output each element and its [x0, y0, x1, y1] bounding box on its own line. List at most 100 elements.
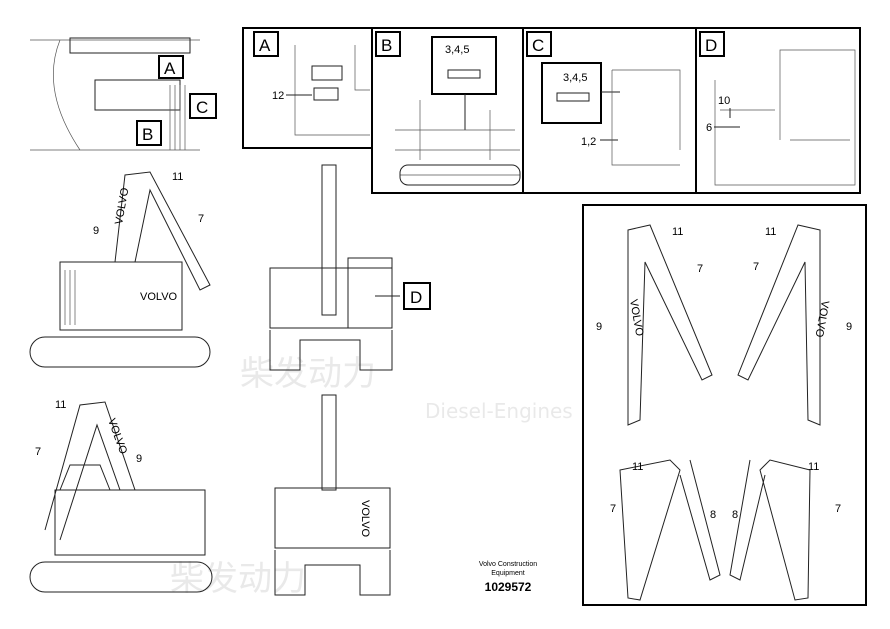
detail-group-frame	[371, 27, 861, 194]
diagram-line	[29, 336, 211, 368]
diagram-line	[44, 401, 136, 541]
diagram-label: D	[705, 36, 717, 55]
diagram-line	[541, 62, 602, 124]
diagram-label: C	[532, 36, 544, 55]
diagram-line	[30, 39, 200, 151]
top-plan-view: A C B	[30, 37, 217, 151]
diagram-line	[699, 31, 725, 57]
diagram-line	[29, 561, 213, 593]
diagram-line	[375, 31, 401, 57]
diagram-label: 11	[55, 399, 66, 411]
caption-block: Volvo Construction Equipment 1029572	[448, 560, 568, 594]
diagram-line	[313, 87, 339, 101]
diagram-label: 1,2	[581, 136, 596, 148]
diagram-label: 8	[732, 509, 738, 521]
diagram-label: VOLVO	[140, 291, 178, 303]
excavator-rear-view-1: D	[269, 164, 431, 371]
diagram-line	[253, 31, 279, 57]
view-marker-b	[136, 120, 162, 146]
diagram-line	[311, 65, 343, 81]
diagram-label: 6	[706, 122, 712, 134]
diagram-line	[347, 257, 393, 329]
view-marker-c	[189, 93, 217, 119]
diagram-label: Diesel-Engines	[425, 399, 573, 423]
diagram-label: 11	[672, 226, 683, 238]
diagram-label: 8	[710, 509, 716, 521]
diagram-line	[94, 79, 181, 111]
diagram-line	[399, 164, 521, 186]
excavator-side-view-1: VOLVO VOLVO 11 7 9	[29, 171, 211, 368]
diagram-line	[619, 459, 721, 601]
diagram-label: 9	[93, 225, 99, 237]
diagram-line	[447, 69, 481, 79]
diagram-label: 11	[765, 226, 776, 238]
diagram-line	[431, 36, 497, 95]
diagram-line	[582, 204, 867, 606]
diagram-line	[59, 464, 111, 491]
diagram-line	[114, 171, 211, 291]
detail-view-a: A 12	[242, 27, 373, 149]
diagram-label: D	[410, 288, 422, 307]
diagram-label: 9	[596, 321, 602, 333]
diagram-label: VOLVO	[113, 186, 131, 225]
diagram-label: 7	[35, 446, 41, 458]
diagram-label: A	[259, 36, 271, 55]
diagram-label: VOLVO	[359, 500, 371, 538]
view-marker-d	[403, 282, 431, 310]
caption-line1: Volvo Construction	[478, 561, 538, 568]
diagram-label: VOLVO	[813, 299, 831, 338]
diagram-label: 10	[718, 95, 730, 107]
diagram-line	[69, 37, 191, 54]
part-number: 1029572	[484, 580, 532, 594]
diagram-label: VOLVO	[105, 417, 129, 456]
diagram-line	[269, 267, 393, 329]
detail-view-b: B 3,4,5	[375, 31, 521, 186]
caption-line2: Equipment	[491, 570, 525, 577]
diagram-line	[59, 261, 183, 331]
diagram-label: 7	[198, 213, 204, 225]
diagram-line	[737, 224, 821, 426]
excavator-rear-view-2: VOLVO	[274, 394, 391, 596]
diagram-label: 11	[172, 171, 183, 183]
excavator-side-view-2: VOLVO 11 7 9	[29, 399, 213, 593]
diagram-line	[714, 108, 740, 128]
diagram-line	[526, 31, 552, 57]
diagram-label: 9	[846, 321, 852, 333]
diagram-label: 7	[753, 261, 759, 273]
watermark: 柴发动力 Diesel-Engines 柴发动力	[170, 354, 573, 599]
diagram-line	[274, 487, 391, 549]
diagram-label: 12	[272, 90, 284, 102]
detail-view-d: D 10 6	[699, 31, 856, 186]
diagram-label: 11	[632, 461, 643, 473]
diagram-line	[269, 330, 393, 371]
diagram-label: 7	[697, 263, 703, 275]
diagram-label: C	[196, 98, 208, 117]
diagram-line	[600, 91, 620, 141]
diagram-label: VOLVO	[627, 298, 645, 337]
diagram-line	[729, 459, 811, 601]
diagram-label: 9	[136, 453, 142, 465]
diagram-label: 11	[808, 461, 819, 473]
diagram-line	[169, 85, 186, 150]
diagram-line	[556, 92, 590, 102]
diagram-line	[54, 489, 206, 556]
diagram-line	[274, 550, 391, 596]
diagram-line	[321, 394, 337, 491]
diagram-label: B	[381, 36, 392, 55]
diagram-label: 柴发动力	[240, 354, 376, 394]
diagram-line	[64, 270, 76, 325]
diagram-label: 柴发动力	[170, 559, 306, 599]
diagram-line	[611, 69, 681, 166]
diagram-line	[714, 49, 856, 186]
detail-view-c: C 3,4,5 1,2	[526, 31, 681, 166]
view-marker-a	[158, 55, 184, 79]
boom-detail-panel: VOLVO VOLVO 11 7 9 11 7 9 11 7 8 11 7 8	[582, 204, 867, 606]
diagram-line	[294, 45, 370, 136]
diagram-label: A	[164, 59, 176, 78]
diagram-label: 3,4,5	[445, 44, 469, 56]
diagram-label: 7	[835, 503, 841, 515]
diagram-label: 7	[610, 503, 616, 515]
diagram-line	[627, 224, 713, 426]
diagram-label: 3,4,5	[563, 72, 587, 84]
